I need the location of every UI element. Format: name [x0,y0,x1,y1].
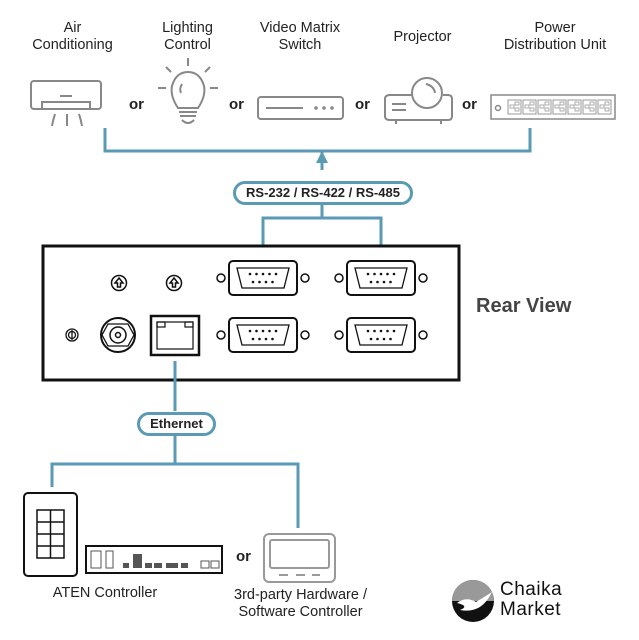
label-line: Conditioning [32,37,113,53]
brand-line: Market [500,599,562,620]
db9-serial-port-icon [334,317,428,353]
device-label-lighting-control: Lighting Control [140,20,235,54]
ethernet-line [50,361,300,528]
pdu-outlet-icon [507,99,522,115]
video-switch-icon [257,96,344,120]
tablet-controller-icon [263,533,336,583]
ground-screw-icon [110,274,128,292]
device-label-pdu: Power Distribution Unit [485,20,625,54]
or-text: or [355,96,370,113]
label-line: Software Controller [238,604,363,620]
label-line: Projector [393,29,452,45]
or-text: or [462,96,477,113]
power-jack-icon [100,317,136,353]
label-line: Switch [278,37,322,53]
pdu-outlet-icon [552,99,567,115]
device-label-video-matrix-switch: Video Matrix Switch [245,20,355,54]
db9-serial-port-icon [216,260,310,296]
third-party-controller-label: 3rd-party Hardware / Software Controller [218,587,383,621]
pdu-outlets [507,99,612,115]
serial-protocol-badge: RS-232 / RS-422 / RS-485 [233,181,413,205]
wall-keypad-icon [23,492,78,577]
aten-controller-label: ATEN Controller [52,585,158,601]
db9-serial-port-icon [334,260,428,296]
label-line: 3rd-party Hardware / [234,587,367,603]
label-line: Video Matrix [259,20,341,36]
label-line: Lighting [162,20,213,36]
grounding-terminal-icon [65,328,79,342]
air-conditioner-icon [30,80,102,127]
label-line: Distribution Unit [503,37,607,53]
arrow-up-icon [316,151,328,163]
ethernet-badge: Ethernet [137,412,216,436]
ground-screw-icon [165,274,183,292]
projector-icon [384,77,453,124]
label-line: Control [164,37,211,53]
light-bulb-icon [158,58,218,124]
pdu-outlet-icon [537,99,552,115]
chaika-logo-icon [452,580,494,622]
pdu-outlet-icon [567,99,582,115]
brand-name: Chaika Market [500,580,562,620]
rear-view-label: Rear View [476,295,572,317]
or-text: or [129,96,144,113]
device-label-air-conditioning: Air Conditioning [25,20,120,54]
brand-line: Chaika [500,579,563,600]
db9-serial-port-icon [216,317,310,353]
pdu-outlet-icon [522,99,537,115]
or-text: or [229,96,244,113]
pdu-outlet-icon [597,99,612,115]
pdu-outlet-icon [582,99,597,115]
label-line: Air [63,20,82,36]
db9-ports [216,260,428,353]
aten-controller-box-icon [85,545,223,574]
or-text: or [236,548,251,565]
label-line: Power [534,20,576,36]
device-label-projector: Projector [375,29,470,46]
pdu-icon [490,94,616,120]
rj45-port-icon [149,314,201,357]
